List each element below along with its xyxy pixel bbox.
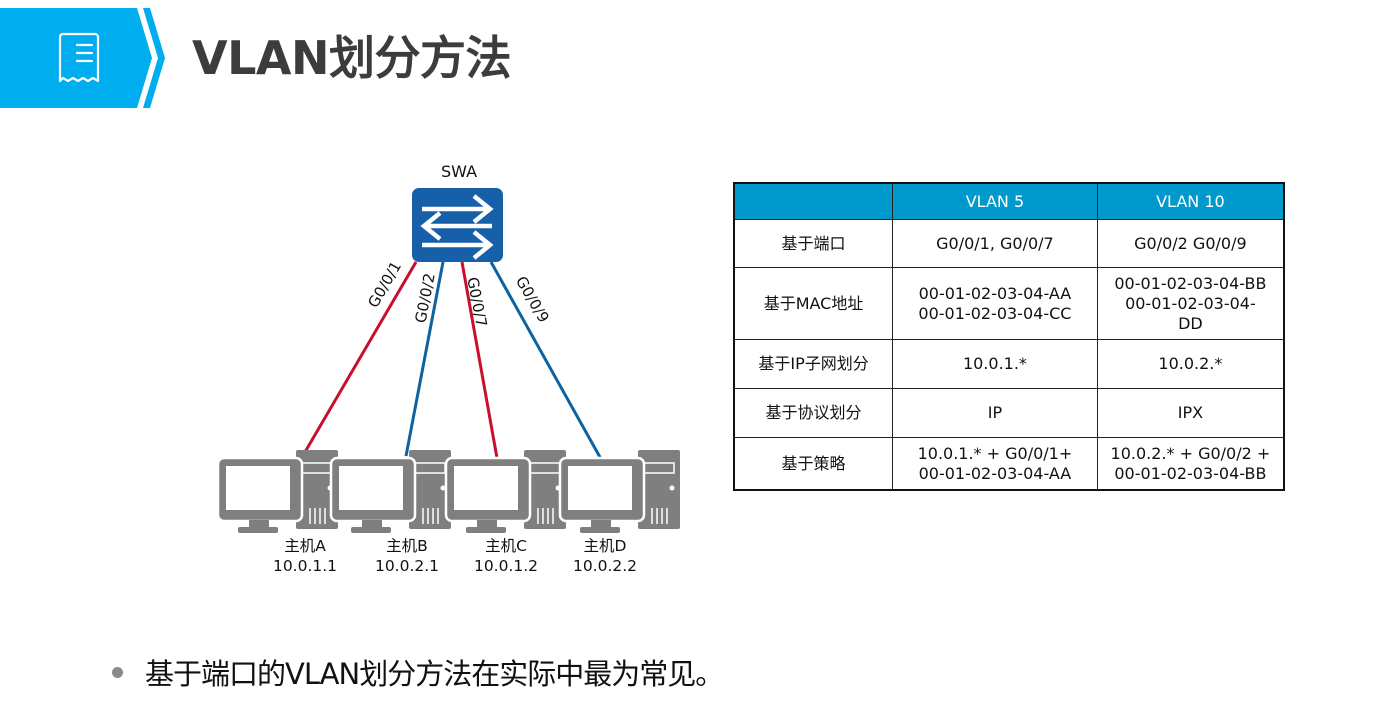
host-ip: 10.0.1.2 xyxy=(473,557,539,575)
host-label-a: 主机A 10.0.1.1 xyxy=(250,536,360,576)
vlan10-cell: 10.0.2.* + G0/0/2 + 00-01-02-03-04-BB xyxy=(1096,437,1285,491)
cell-line: 00-01-02-03-04-BB xyxy=(1114,463,1267,483)
bullet-text: 基于端口的VLAN划分方法在实际中最为常见。 xyxy=(145,657,724,691)
table-header-cell: VLAN 10 xyxy=(1096,182,1285,220)
cell-line: 10.0.1.* xyxy=(962,354,1027,373)
table-header-cell xyxy=(733,182,894,220)
switch-label: SWA xyxy=(441,162,477,181)
host-name: 主机B xyxy=(386,537,428,555)
table-row: 基于IP子网划分 10.0.1.* 10.0.2.* xyxy=(733,339,1285,389)
monitor-neck xyxy=(591,520,611,528)
vlan5-cell: 10.0.1.* xyxy=(892,339,1098,389)
vlan-method-table: VLAN 5 VLAN 10 基于端口 G0/0/1, G0/0/7 G0/0/… xyxy=(733,182,1285,491)
header-chevron-stripe xyxy=(143,8,165,108)
vlan5-cell: 10.0.1.* + G0/0/1+ 00-01-02-03-04-AA xyxy=(892,437,1098,491)
tower-icon xyxy=(524,450,566,529)
table-header-row: VLAN 5 VLAN 10 xyxy=(733,182,1285,220)
cell-line: IPX xyxy=(1177,403,1204,422)
method-cell: 基于策略 xyxy=(733,437,894,491)
vlan10-cell: 00-01-02-03-04-BB 00-01-02-03-04- DD xyxy=(1096,267,1285,340)
bullet-item: 基于端口的VLAN划分方法在实际中最为常见。 xyxy=(112,651,724,693)
method-cell: 基于IP子网划分 xyxy=(733,339,894,389)
switch-arrows-icon xyxy=(420,194,494,260)
table-row: 基于端口 G0/0/1, G0/0/7 G0/0/2 G0/0/9 xyxy=(733,219,1285,268)
vlan5-cell: IP xyxy=(892,388,1098,438)
monitor-neck xyxy=(477,520,497,528)
cell-line: 10.0.1.* + G0/0/1+ xyxy=(917,443,1073,463)
link-line-g0-0-7 xyxy=(460,261,499,459)
tower-icon xyxy=(409,450,451,529)
method-cell: 基于端口 xyxy=(733,219,894,268)
host-ip: 10.0.2.1 xyxy=(374,557,440,575)
port-label: G0/0/1 xyxy=(364,258,405,311)
host-label-d: 主机D 10.0.2.2 xyxy=(550,536,660,576)
monitor-base xyxy=(466,527,506,533)
cell-line: G0/0/1, G0/0/7 xyxy=(936,233,1054,253)
table-row: 基于协议划分 IP IPX xyxy=(733,388,1285,438)
vlan10-cell: 10.0.2.* xyxy=(1096,339,1285,389)
host-ip: 10.0.1.1 xyxy=(272,557,338,575)
vlan10-cell: IPX xyxy=(1096,388,1285,438)
cell-line: 00-01-02-03-04-CC xyxy=(918,303,1072,323)
table-header-cell: VLAN 5 xyxy=(892,182,1098,220)
vlan5-cell: 00-01-02-03-04-AA 00-01-02-03-04-CC xyxy=(892,267,1098,340)
cell-line: DD xyxy=(1178,313,1203,333)
host-computer-c[interactable] xyxy=(444,450,566,533)
cell-line: 00-01-02-03-04-AA xyxy=(918,463,1072,483)
host-name: 主机A xyxy=(284,537,326,555)
link-line-g0-0-1 xyxy=(303,261,418,453)
cell-line: 10.0.2.* + G0/0/2 + xyxy=(1110,443,1271,463)
monitor-screen xyxy=(226,466,290,510)
power-led xyxy=(669,485,675,491)
cell-line: G0/0/2 G0/0/9 xyxy=(1134,233,1247,253)
vlan5-cell: G0/0/1, G0/0/7 xyxy=(892,219,1098,268)
port-label: G0/0/9 xyxy=(512,273,553,326)
header-band xyxy=(0,8,152,108)
monitor-neck xyxy=(249,520,269,528)
host-label-b: 主机B 10.0.2.1 xyxy=(352,536,462,576)
monitor-screen xyxy=(339,466,403,510)
link-line-g0-0-9 xyxy=(489,261,603,460)
switch-swa[interactable] xyxy=(412,188,503,262)
monitor-base xyxy=(351,527,391,533)
monitor-screen xyxy=(454,466,518,510)
host-ip: 10.0.2.2 xyxy=(572,557,638,575)
vlan10-cell: G0/0/2 G0/0/9 xyxy=(1096,219,1285,268)
bullet-dot-icon xyxy=(112,666,123,678)
host-label-c: 主机C 10.0.1.2 xyxy=(451,536,561,576)
monitor-screen xyxy=(568,466,632,510)
power-led xyxy=(440,485,446,491)
network-diagram: SWA G0/0/1 G0/0/2 G0/0/7 G0/0/9 xyxy=(216,162,680,533)
method-cell: 基于MAC地址 xyxy=(733,267,894,340)
cell-line: 00-01-02-03-04-AA xyxy=(918,283,1072,303)
tower-icon xyxy=(296,450,338,529)
header-banner xyxy=(0,8,165,108)
host-name: 主机C xyxy=(485,537,527,555)
document-list-icon xyxy=(58,32,100,83)
cell-line: 00-01-02-03-04-BB xyxy=(1114,273,1267,293)
link-line-g0-0-2 xyxy=(404,261,445,457)
host-computer-a[interactable] xyxy=(216,450,338,533)
host-computer-b[interactable] xyxy=(329,450,451,533)
table-row: 基于MAC地址 00-01-02-03-04-AA 00-01-02-03-04… xyxy=(733,267,1285,340)
cell-line: 10.0.2.* xyxy=(1158,354,1223,373)
table-row: 基于策略 10.0.1.* + G0/0/1+ 00-01-02-03-04-A… xyxy=(733,437,1285,491)
tower-icon xyxy=(638,450,680,529)
host-name: 主机D xyxy=(583,537,627,555)
monitor-base xyxy=(238,527,278,533)
page-title: VLAN划分方法 xyxy=(192,31,512,85)
monitor-base xyxy=(580,527,620,533)
monitor-neck xyxy=(362,520,382,528)
cell-line: IP xyxy=(987,403,1003,422)
host-computer-d[interactable] xyxy=(558,450,680,533)
cell-line: 00-01-02-03-04- xyxy=(1125,293,1256,313)
method-cell: 基于协议划分 xyxy=(733,388,894,438)
port-label: G0/0/7 xyxy=(463,276,490,329)
